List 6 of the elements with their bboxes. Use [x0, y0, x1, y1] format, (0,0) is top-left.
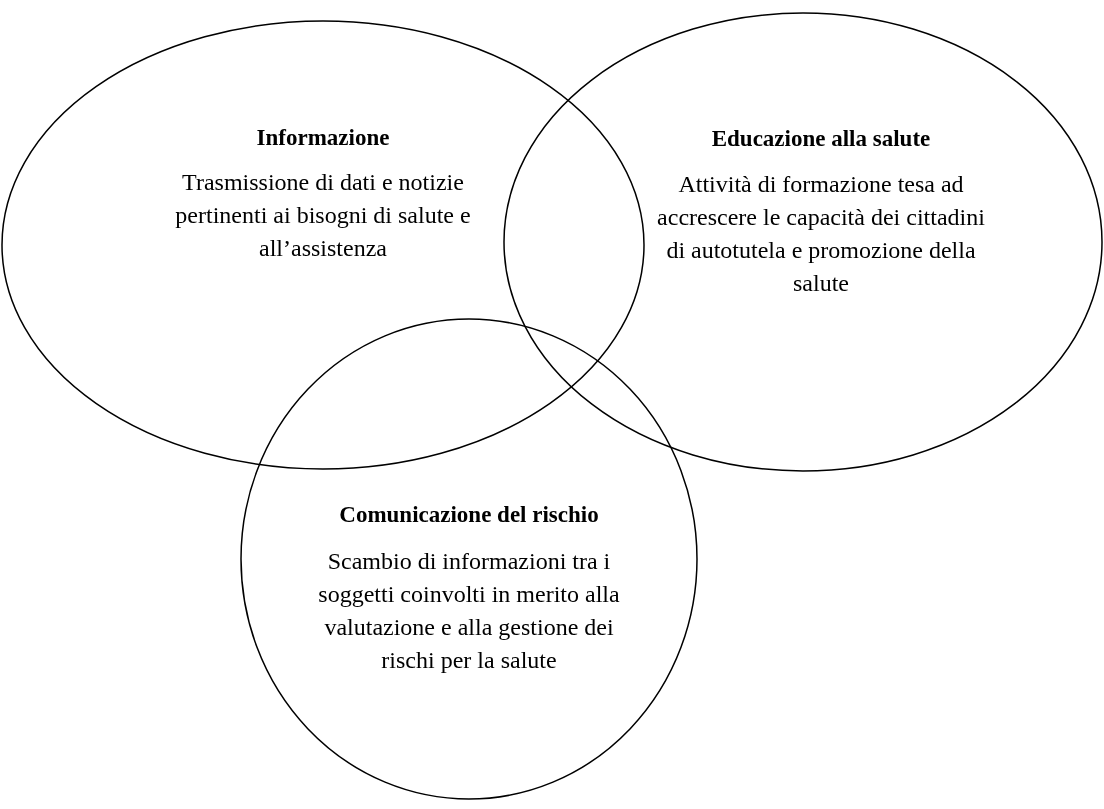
- set-heading: Informazione: [256, 125, 390, 151]
- set-description: Scambio di informazioni tra i soggetti coinvolti in merito alla valutazione e alla gestione dei rischi per la salute: [317, 547, 621, 675]
- set-description: Trasmissione di dati e notizie pertinenti ai bisogni di salute e all’assistenza: [174, 168, 472, 263]
- set-heading: Comunicazione del rischio: [339, 502, 599, 528]
- set-heading: Educazione alla salute: [711, 126, 931, 152]
- set-description: Attività di formazione tesa ad accrescere le capacità dei cittadini di autotutela e promozione della salute: [656, 170, 986, 298]
